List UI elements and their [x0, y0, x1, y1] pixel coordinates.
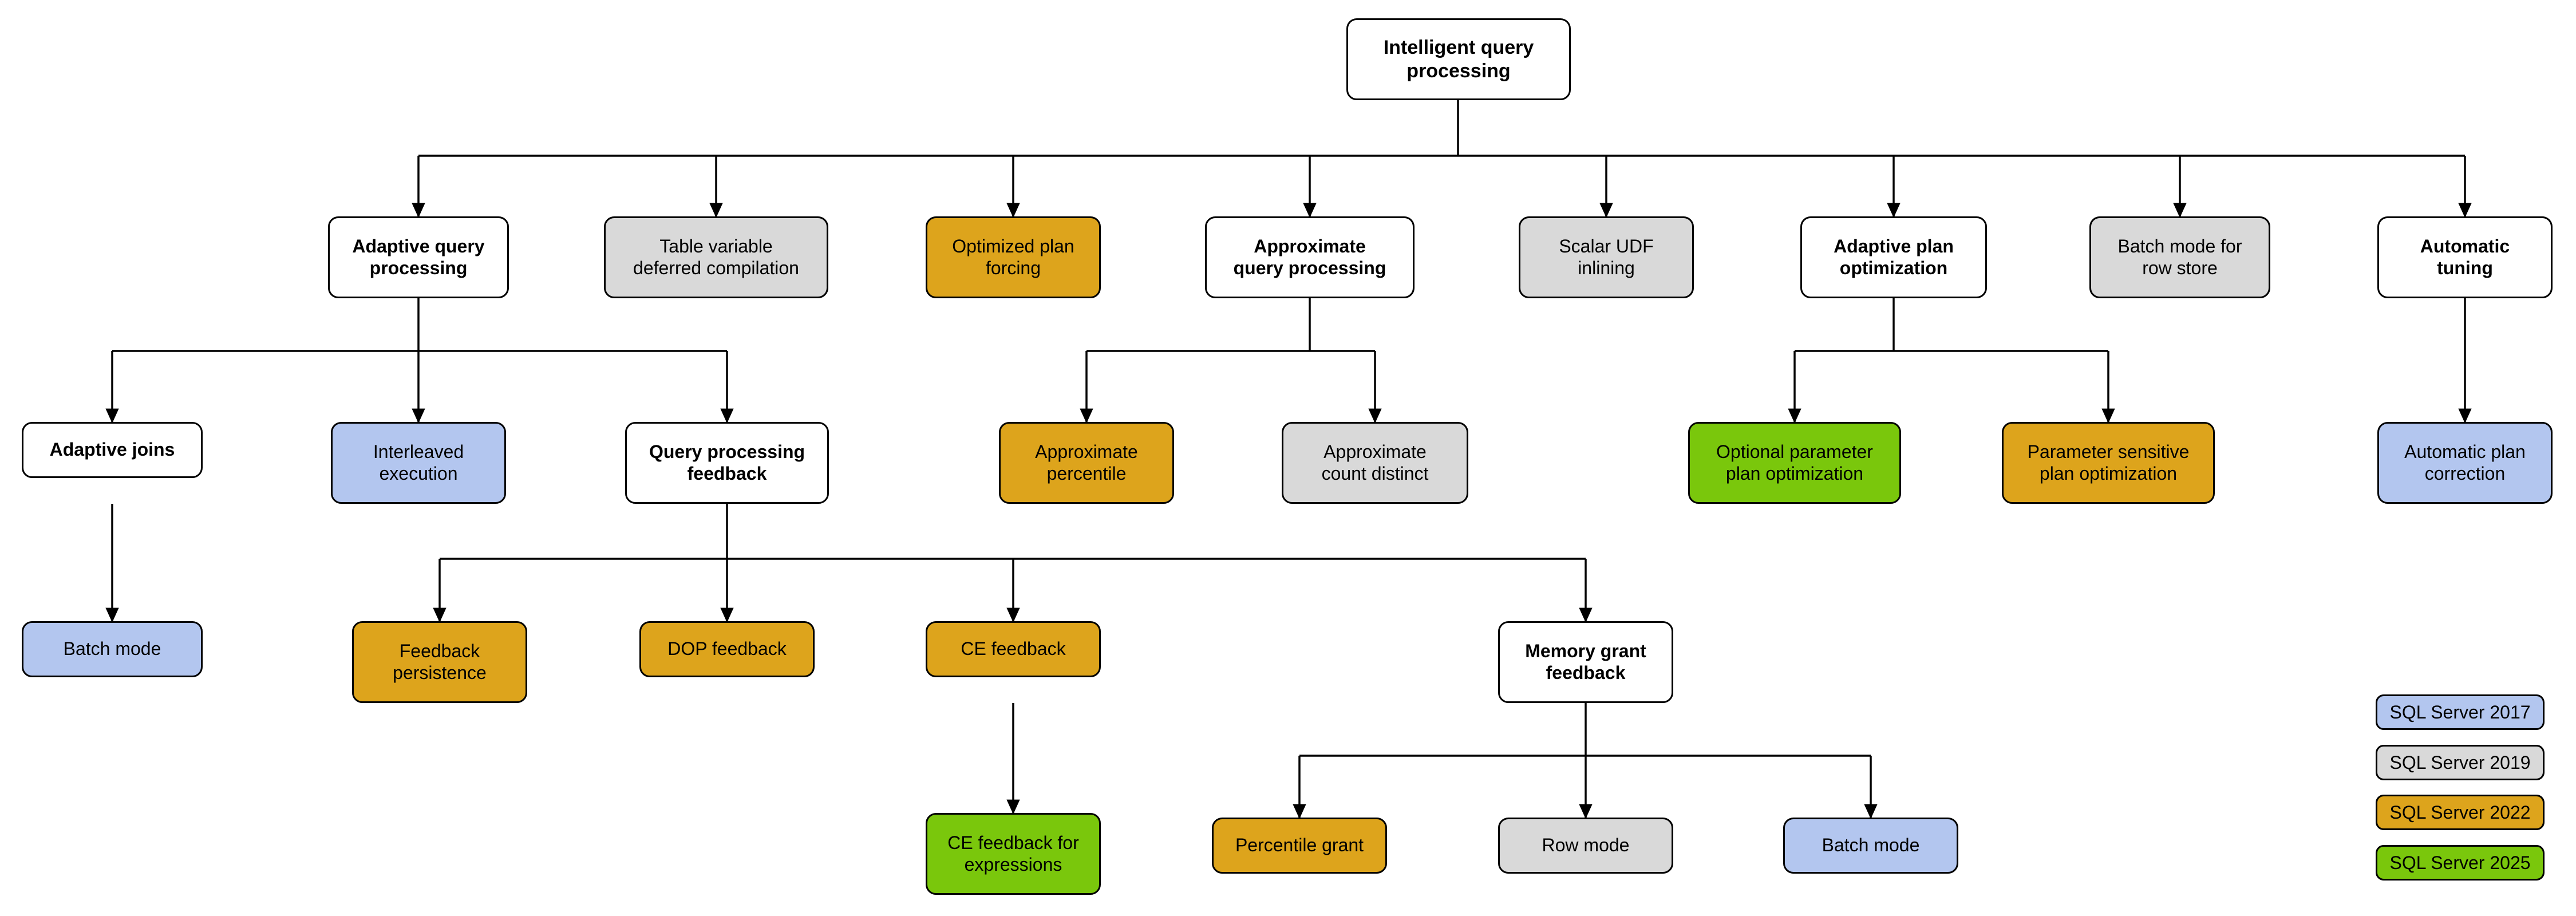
legend-item-sql-server-2025[interactable]: SQL Server 2025: [2376, 845, 2545, 881]
node-optional-parameter-plan-optimization[interactable]: Optional parameter plan optimization: [1688, 422, 1901, 504]
node-label: Approximate count distinct: [1321, 441, 1429, 484]
node-approximate-query-processing[interactable]: Approximate query processing: [1205, 216, 1415, 298]
node-label: Adaptive plan optimization: [1834, 235, 1954, 278]
node-label: Automatic tuning: [2420, 235, 2510, 278]
legend-item-label: SQL Server 2019: [2389, 752, 2531, 773]
node-query-processing-feedback[interactable]: Query processing feedback: [625, 422, 829, 504]
legend-item-label: SQL Server 2022: [2389, 802, 2531, 823]
node-automatic-plan-correction[interactable]: Automatic plan correction: [2377, 422, 2553, 504]
node-memory-grant-feedback[interactable]: Memory grant feedback: [1498, 621, 1673, 703]
node-feedback-persistence[interactable]: Feedback persistence: [352, 621, 527, 703]
node-label: Batch mode: [63, 638, 161, 660]
node-label: Optional parameter plan optimization: [1716, 441, 1873, 484]
node-label: Row mode: [1542, 835, 1630, 856]
node-label: Query processing feedback: [649, 441, 805, 484]
node-table-variable-deferred-compilation[interactable]: Table variable deferred compilation: [604, 216, 828, 298]
node-label: Interleaved execution: [373, 441, 464, 484]
node-adaptive-query-processing[interactable]: Adaptive query processing: [328, 216, 509, 298]
node-ce-feedback[interactable]: CE feedback: [926, 621, 1101, 677]
legend-item-sql-server-2019[interactable]: SQL Server 2019: [2376, 745, 2545, 780]
node-label: Optimized plan forcing: [952, 235, 1074, 278]
node-label: Adaptive joins: [49, 439, 175, 460]
node-label: DOP feedback: [667, 638, 787, 660]
node-interleaved-execution[interactable]: Interleaved execution: [331, 422, 506, 504]
node-adaptive-plan-optimization[interactable]: Adaptive plan optimization: [1800, 216, 1987, 298]
legend-item-label: SQL Server 2025: [2389, 852, 2531, 873]
node-percentile-grant[interactable]: Percentile grant: [1212, 818, 1387, 874]
node-automatic-tuning[interactable]: Automatic tuning: [2377, 216, 2553, 298]
node-batch-mode[interactable]: Batch mode: [22, 621, 203, 677]
legend-item-label: SQL Server 2017: [2389, 701, 2531, 722]
node-label: Automatic plan correction: [2404, 441, 2526, 484]
node-label: CE feedback for expressions: [947, 832, 1079, 875]
node-label: Approximate query processing: [1233, 235, 1386, 278]
node-batch-mode-for-row-store[interactable]: Batch mode for row store: [2089, 216, 2270, 298]
node-label: Scalar UDF inlining: [1559, 235, 1654, 278]
node-label: Parameter sensitive plan optimization: [2027, 441, 2190, 484]
node-label: Batch mode for row store: [2117, 235, 2242, 278]
node-intelligent-query-processing[interactable]: Intelligent query processing: [1346, 18, 1571, 100]
node-label: Batch mode: [1822, 835, 1920, 856]
node-dop-feedback[interactable]: DOP feedback: [639, 621, 815, 677]
node-adaptive-joins[interactable]: Adaptive joins: [22, 422, 203, 478]
node-label: Memory grant feedback: [1525, 640, 1646, 683]
node-approximate-percentile[interactable]: Approximate percentile: [999, 422, 1174, 504]
node-row-mode[interactable]: Row mode: [1498, 818, 1673, 874]
node-optimized-plan-forcing[interactable]: Optimized plan forcing: [926, 216, 1101, 298]
node-label: Approximate percentile: [1035, 441, 1138, 484]
legend-item-sql-server-2017[interactable]: SQL Server 2017: [2376, 694, 2545, 730]
node-label: CE feedback: [961, 638, 1066, 660]
node-label: Percentile grant: [1235, 835, 1364, 856]
node-batch-mode-mgf[interactable]: Batch mode: [1783, 818, 1958, 874]
node-label: Intelligent query processing: [1383, 37, 1534, 82]
node-parameter-sensitive-plan-optimization[interactable]: Parameter sensitive plan optimization: [2002, 422, 2215, 504]
node-approximate-count-distinct[interactable]: Approximate count distinct: [1282, 422, 1468, 504]
node-label: Table variable deferred compilation: [633, 235, 799, 278]
node-ce-feedback-for-expressions[interactable]: CE feedback for expressions: [926, 813, 1101, 895]
node-label: Adaptive query processing: [352, 235, 485, 278]
legend-item-sql-server-2022[interactable]: SQL Server 2022: [2376, 795, 2545, 830]
node-label: Feedback persistence: [393, 640, 487, 683]
node-scalar-udf-inlining[interactable]: Scalar UDF inlining: [1519, 216, 1694, 298]
